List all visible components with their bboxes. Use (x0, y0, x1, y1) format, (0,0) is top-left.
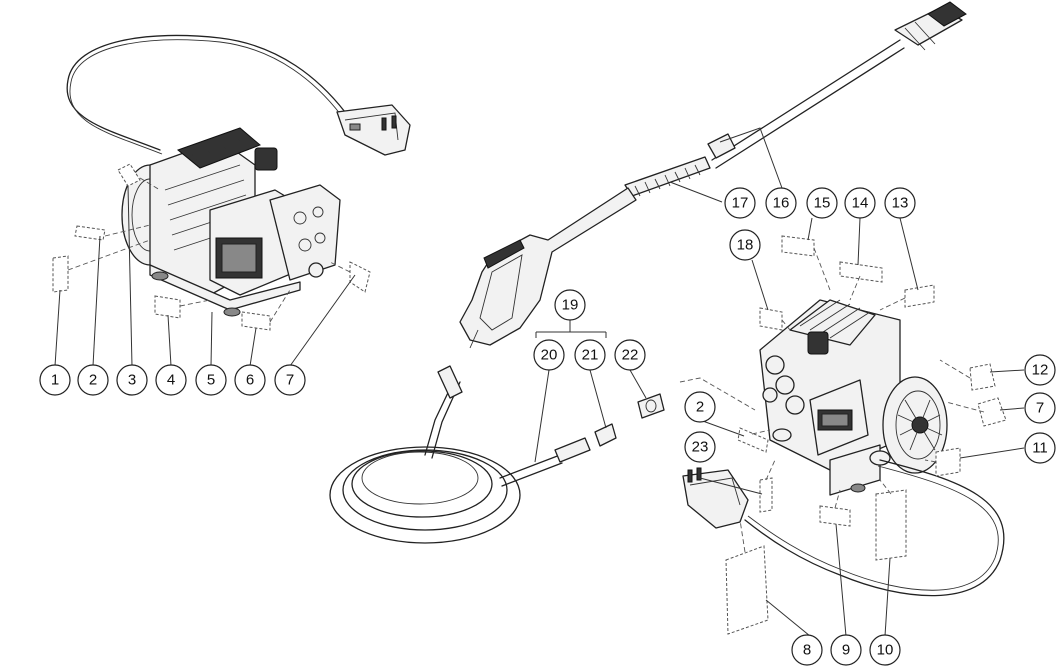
left-gfci-plug-icon (336, 104, 411, 156)
callout-9: 9 (830, 634, 862, 666)
svg-text:7: 7 (1036, 400, 1044, 417)
svg-text:23: 23 (692, 439, 709, 456)
svg-text:21: 21 (582, 347, 599, 364)
callout-20: 20 (533, 339, 565, 371)
svg-text:7: 7 (286, 372, 294, 389)
right-gfci-plug-icon (682, 467, 749, 529)
callout-18: 18 (729, 229, 761, 261)
svg-text:15: 15 (814, 195, 831, 212)
callout-23: 23 (684, 431, 716, 463)
hose-icon (329, 365, 591, 544)
left-power-cord (66, 34, 346, 155)
callout-8: 8 (791, 634, 823, 666)
callout-11: 11 (1024, 432, 1056, 464)
svg-text:13: 13 (892, 195, 909, 212)
right-motor-fan-icon (829, 376, 948, 496)
callout-10: 10 (869, 634, 901, 666)
callout-21: 21 (574, 339, 606, 371)
callout-16: 16 (765, 187, 797, 219)
callout-2-right: 2 (684, 391, 716, 423)
svg-text:10: 10 (877, 642, 894, 659)
svg-text:14: 14 (852, 195, 869, 212)
svg-text:20: 20 (541, 347, 558, 364)
callout-1: 1 (39, 364, 71, 396)
left-label-sheets (52, 163, 371, 331)
svg-text:2: 2 (696, 399, 704, 416)
callout-7-right: 7 (1024, 392, 1056, 424)
svg-text:19: 19 (562, 297, 579, 314)
svg-text:8: 8 (803, 642, 811, 659)
svg-text:16: 16 (773, 195, 790, 212)
svg-text:5: 5 (207, 372, 215, 389)
svg-text:11: 11 (1032, 440, 1048, 457)
callout-5: 5 (195, 364, 227, 396)
left-pump-icon (209, 147, 341, 296)
callout-22: 22 (614, 339, 646, 371)
callout-19: 19 (554, 289, 586, 321)
callout-leader-lines (54, 127, 1025, 637)
callout-14: 14 (844, 187, 876, 219)
left-dashed-leaders (67, 177, 351, 323)
right-dashed-leaders (679, 247, 985, 553)
callout-6: 6 (234, 364, 266, 396)
svg-text:17: 17 (732, 195, 749, 212)
svg-text:4: 4 (167, 372, 175, 389)
svg-text:3: 3 (128, 372, 136, 389)
callout-12: 12 (1024, 354, 1056, 386)
callout-2: 2 (77, 364, 109, 396)
wand-icon (624, 39, 905, 197)
right-power-cord (744, 459, 1005, 597)
svg-text:2: 2 (89, 372, 97, 389)
callout-3: 3 (116, 364, 148, 396)
callout-15: 15 (806, 187, 838, 219)
callout-17: 17 (724, 187, 756, 219)
right-label-sheets (725, 235, 1007, 635)
svg-text:1: 1 (51, 372, 59, 389)
right-pump-icon (759, 299, 901, 471)
spray-gun-icon (459, 187, 637, 349)
svg-text:22: 22 (622, 347, 639, 364)
nozzle-icon (894, 1, 967, 51)
svg-text:6: 6 (246, 372, 254, 389)
fitting-icon (594, 393, 665, 447)
svg-text:12: 12 (1032, 362, 1049, 379)
svg-text:9: 9 (842, 642, 850, 659)
svg-text:18: 18 (737, 237, 754, 254)
callout-4: 4 (155, 364, 187, 396)
left-base-frame (149, 264, 301, 317)
callout-7: 7 (274, 364, 306, 396)
callout-13: 13 (884, 187, 916, 219)
